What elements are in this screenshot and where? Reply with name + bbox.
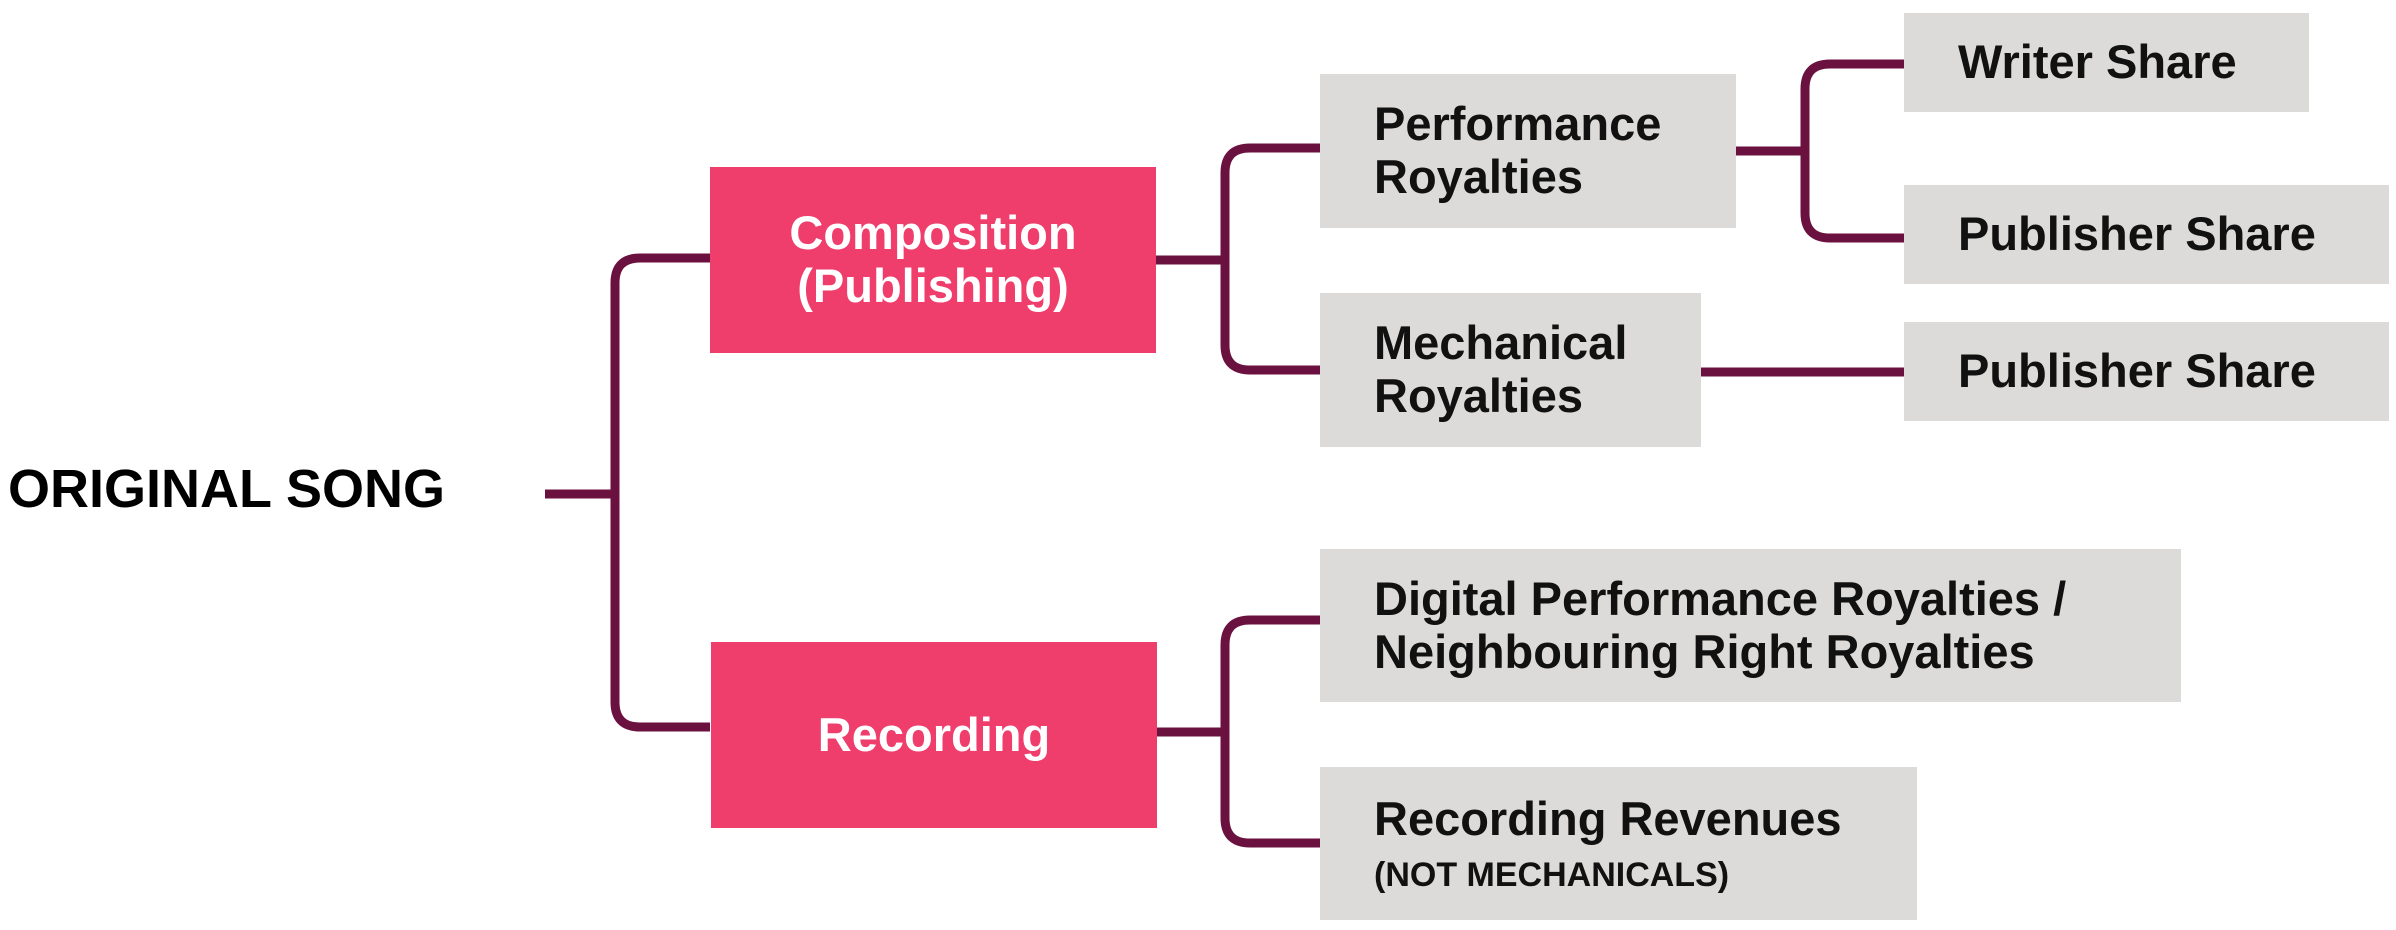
node-writer-share: Writer Share bbox=[1904, 13, 2309, 112]
recording-label: Recording bbox=[817, 707, 1051, 761]
mechanical-label-line1: Mechanical bbox=[1374, 316, 1628, 370]
connector-root-branch bbox=[610, 253, 710, 732]
composition-label-line1: Composition bbox=[789, 206, 1077, 260]
composition-label-line2: (Publishing) bbox=[797, 259, 1069, 312]
digital-performance-label-line1: Digital Performance Royalties / bbox=[1374, 571, 2067, 625]
performance-label-line2: Royalties bbox=[1374, 150, 1583, 203]
performance-publisher-share-label: Publisher Share bbox=[1958, 207, 2316, 261]
writer-share-label: Writer Share bbox=[1958, 35, 2237, 89]
node-performance-royalties: Performance Royalties bbox=[1320, 74, 1736, 228]
mechanical-label-line2: Royalties bbox=[1374, 369, 1583, 422]
connector-composition-branch bbox=[1220, 143, 1320, 375]
connector-performance-branch bbox=[1800, 59, 1904, 243]
node-mechanical-publisher-share: Publisher Share bbox=[1904, 322, 2389, 421]
node-performance-publisher-share: Publisher Share bbox=[1904, 185, 2389, 284]
recording-revenues-label-line2: (NOT MECHANICALS) bbox=[1374, 855, 1730, 894]
mechanical-publisher-share-label: Publisher Share bbox=[1958, 344, 2316, 398]
node-recording-revenues: Recording Revenues (NOT MECHANICALS) bbox=[1320, 767, 1917, 920]
recording-revenues-label-line1: Recording Revenues bbox=[1374, 792, 1842, 846]
root-label: ORIGINAL SONG bbox=[8, 459, 446, 519]
node-digital-performance-royalties: Digital Performance Royalties / Neighbou… bbox=[1320, 549, 2181, 702]
root-node-original-song: ORIGINAL SONG bbox=[8, 462, 445, 516]
node-composition: Composition (Publishing) bbox=[710, 167, 1156, 353]
digital-performance-label-line2: Neighbouring Right Royalties bbox=[1374, 624, 2035, 678]
node-mechanical-royalties: Mechanical Royalties bbox=[1320, 293, 1701, 447]
node-recording: Recording bbox=[711, 642, 1157, 828]
performance-label-line1: Performance bbox=[1374, 97, 1662, 151]
connector-recording-branch bbox=[1220, 615, 1320, 848]
